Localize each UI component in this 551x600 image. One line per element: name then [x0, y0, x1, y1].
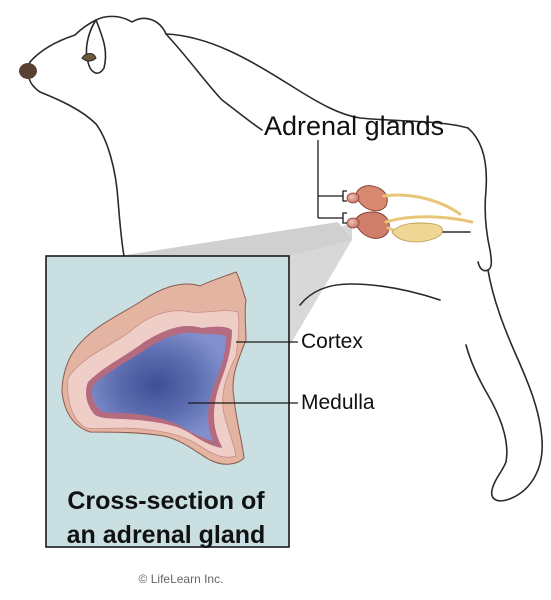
adrenal-glands-label: Adrenal glands — [264, 111, 445, 141]
dog-outline — [29, 15, 543, 502]
medulla-shape — [92, 332, 226, 441]
medulla-label: Medulla — [301, 391, 375, 414]
cross-section-caption: Cross-section of an adrenal gland — [46, 484, 286, 552]
copyright-credit: © LifeLearn Inc. — [138, 572, 224, 586]
dog-chest — [39, 91, 125, 257]
dog-back — [165, 33, 469, 129]
caption-line-2: an adrenal gland — [66, 521, 266, 549]
upper-kidney — [355, 185, 388, 212]
adrenal-pointer-lines — [317, 140, 347, 224]
magnifier-cone-top — [120, 222, 352, 256]
dog-eye — [81, 53, 97, 62]
cortex-label: Cortex — [301, 330, 363, 353]
lower-kidney — [354, 211, 390, 239]
dog-nose — [19, 63, 37, 79]
upper-adrenal — [346, 192, 360, 204]
lower-adrenal — [346, 217, 360, 229]
bladder — [391, 222, 443, 243]
caption-line-1: Cross-section of — [67, 487, 265, 515]
